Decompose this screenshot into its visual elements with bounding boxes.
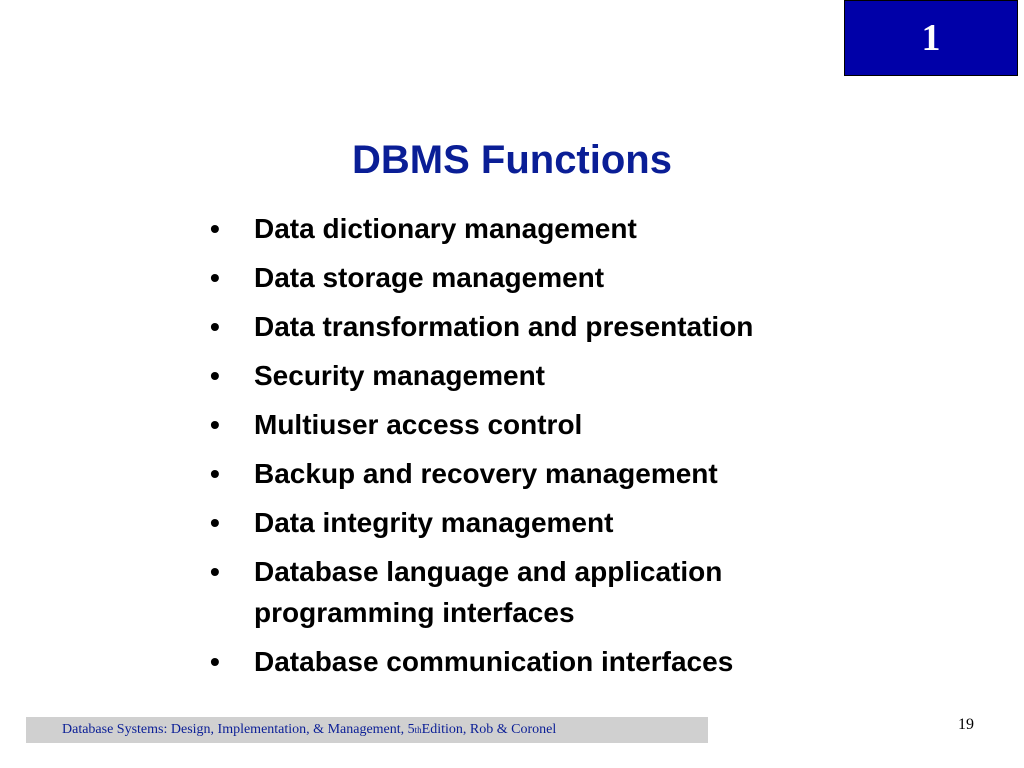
slide-title: DBMS Functions <box>352 138 672 182</box>
bullet-text: Data storage management <box>254 262 605 293</box>
bullet-list: • Data dictionary management • Data stor… <box>206 208 886 690</box>
list-item: • Data integrity management <box>206 502 886 543</box>
bullet-icon: • <box>210 262 220 293</box>
bullet-icon: • <box>210 409 220 440</box>
list-item: • Database language and application prog… <box>206 551 886 633</box>
bullet-text: Backup and recovery management <box>254 458 718 489</box>
footer-text-after: Edition, Rob & Coronel <box>421 722 557 737</box>
chapter-number: 1 <box>921 17 941 59</box>
page-number: 19 <box>958 716 974 733</box>
list-item: • Backup and recovery management <box>206 453 886 494</box>
bullet-icon: • <box>210 507 220 538</box>
chapter-number-box: 1 <box>844 0 1018 76</box>
bullet-text: Multiuser access control <box>254 409 583 440</box>
bullet-icon: • <box>210 458 220 489</box>
bullet-icon: • <box>210 556 220 587</box>
list-item: • Data transformation and presentation <box>206 306 886 347</box>
bullet-text: Security management <box>254 360 545 391</box>
bullet-text: Data transformation and presentation <box>254 311 754 342</box>
bullet-icon: • <box>210 646 220 677</box>
bullet-icon: • <box>210 213 220 244</box>
list-item: • Security management <box>206 355 886 396</box>
bullet-text: Database language and application progra… <box>254 556 723 628</box>
footer-text-before: Database Systems: Design, Implementation… <box>62 722 415 737</box>
bullet-icon: • <box>210 311 220 342</box>
bullet-text: Data dictionary management <box>254 213 637 244</box>
bullet-text: Database communication interfaces <box>254 646 734 677</box>
list-item: • Multiuser access control <box>206 404 886 445</box>
list-item: • Data dictionary management <box>206 208 886 249</box>
list-item: • Database communication interfaces <box>206 641 886 682</box>
footer-citation: Database Systems: Design, Implementation… <box>26 717 708 743</box>
bullet-icon: • <box>210 360 220 391</box>
bullet-text: Data integrity management <box>254 507 614 538</box>
list-item: • Data storage management <box>206 257 886 298</box>
